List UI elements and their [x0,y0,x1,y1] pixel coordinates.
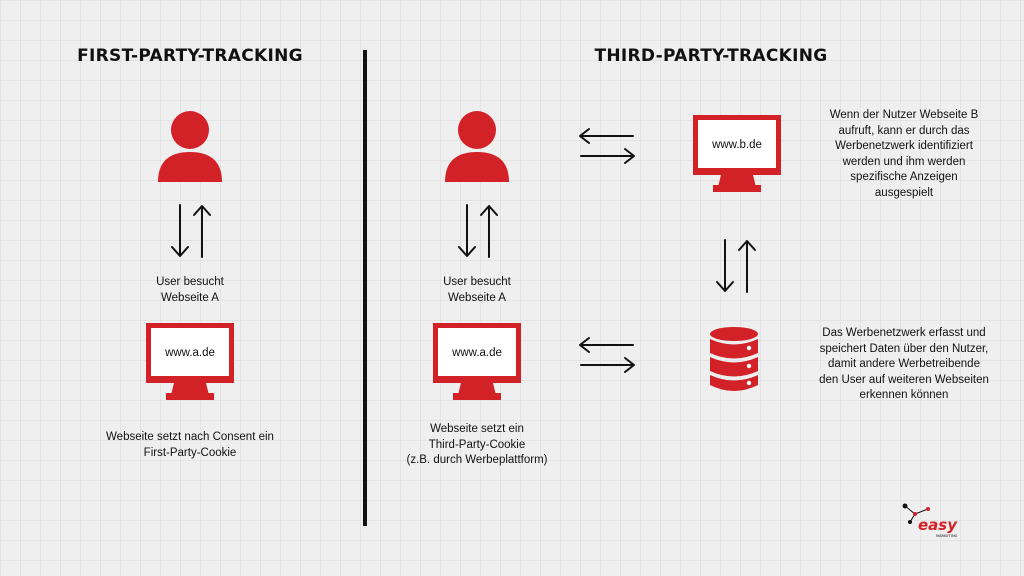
user-icon [158,111,222,182]
logo-sub: MARKETING [936,534,958,538]
vertical-exchange-arrows-icon [458,204,498,258]
horizontal-exchange-arrows-icon [579,128,635,164]
monitor-a-icon: www.a.de [146,323,234,400]
logo-word: easy [918,516,958,534]
easy-marketing-logo: easy MARKETING [902,503,958,538]
section-divider [363,50,367,526]
third-party-title: THIRD-PARTY-TRACKING [594,46,828,66]
first-party-title: FIRST-PARTY-TRACKING [77,46,303,66]
monitor-b-icon: www.b.de [693,115,781,192]
database-icon [710,327,758,391]
monitor-a-icon: www.a.de [433,323,521,400]
user-icon [445,111,509,182]
horizontal-exchange-arrows-icon [579,337,635,373]
vertical-exchange-arrows-icon [171,204,211,258]
monitor-b-url: www.b.de [711,139,762,151]
vertical-exchange-arrows-icon [716,239,756,293]
monitor-a-url: www.a.de [164,347,215,359]
monitor-a-url: www.a.de [451,347,502,359]
